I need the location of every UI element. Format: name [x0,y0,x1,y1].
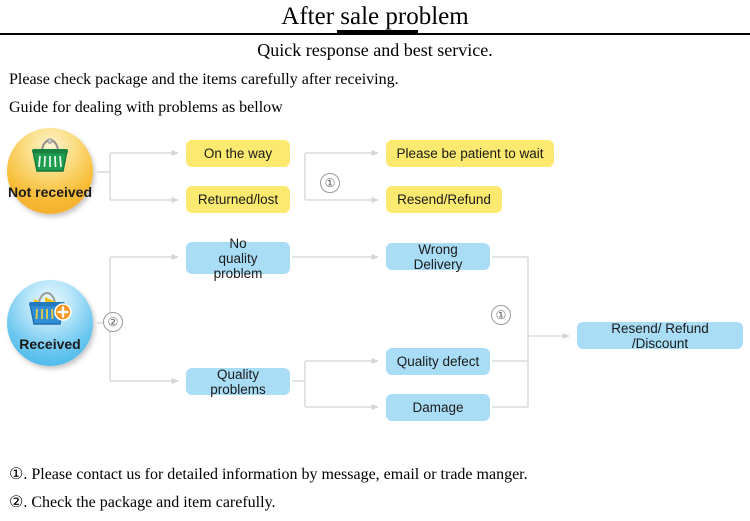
flow-box-returned-lost-label: Returned/lost [197,192,279,207]
flow-box-resend-refund-discount[interactable]: Resend/ Refund /Discount [577,320,743,351]
title-underline [337,30,418,34]
footer-note-1: ①. Please contact us for detailed inform… [9,466,528,483]
flow-box-quality-defect-label: Quality defect [396,354,480,369]
flow-box-resend-refund-label: Resend/Refund [397,192,491,207]
badge-not-received-label: Not received [7,184,93,200]
flow-box-on-the-way[interactable]: On the way [186,140,290,167]
step-marker-merge-1: ① [491,305,511,325]
flow-box-resend-refund[interactable]: Resend/Refund [386,186,502,213]
page-title: After sale problem [281,3,469,30]
footer-note-2: ②. Check the package and item carefully. [9,494,276,511]
flow-box-returned-lost[interactable]: Returned/lost [186,186,290,213]
flow-box-no-quality-problem-label: No quality problem [213,235,263,281]
header-divider [0,33,750,35]
badge-received[interactable]: Received [7,280,93,366]
shopping-basket-icon [32,138,68,172]
flow-box-quality-defect[interactable]: Quality defect [386,348,490,375]
flow-box-on-the-way-label: On the way [203,146,273,161]
flow-box-quality-problems[interactable]: Quality problems [186,366,290,397]
flow-box-wrong-delivery[interactable]: Wrong Delivery [386,241,490,272]
flow-box-please-be-patient-to-wait[interactable]: Please be patient to wait [386,140,554,167]
flow-box-please-be-patient-to-wait-label: Please be patient to wait [396,146,544,161]
flow-box-quality-problems-label: Quality problems [210,366,266,397]
flow-box-resend-refund-discount-label: Resend/ Refund /Discount [611,320,709,351]
basket-plus-icon [29,291,72,325]
flow-box-wrong-delivery-label: Wrong Delivery [413,241,463,272]
intro-text-line-2: Guide for dealing with problems as bello… [9,99,283,116]
step-marker-received-2: ② [103,312,123,332]
flow-box-no-quality-problem[interactable]: No quality problem [186,236,290,281]
page-subtitle: Quick response and best service. [257,40,493,60]
flow-box-damage-label: Damage [412,400,464,415]
badge-not-received[interactable]: Not received [7,128,93,214]
intro-text-line-1: Please check package and the items caref… [9,71,399,88]
flow-box-damage[interactable]: Damage [386,394,490,421]
step-marker-top-1: ① [320,173,340,193]
badge-received-label: Received [19,336,81,352]
